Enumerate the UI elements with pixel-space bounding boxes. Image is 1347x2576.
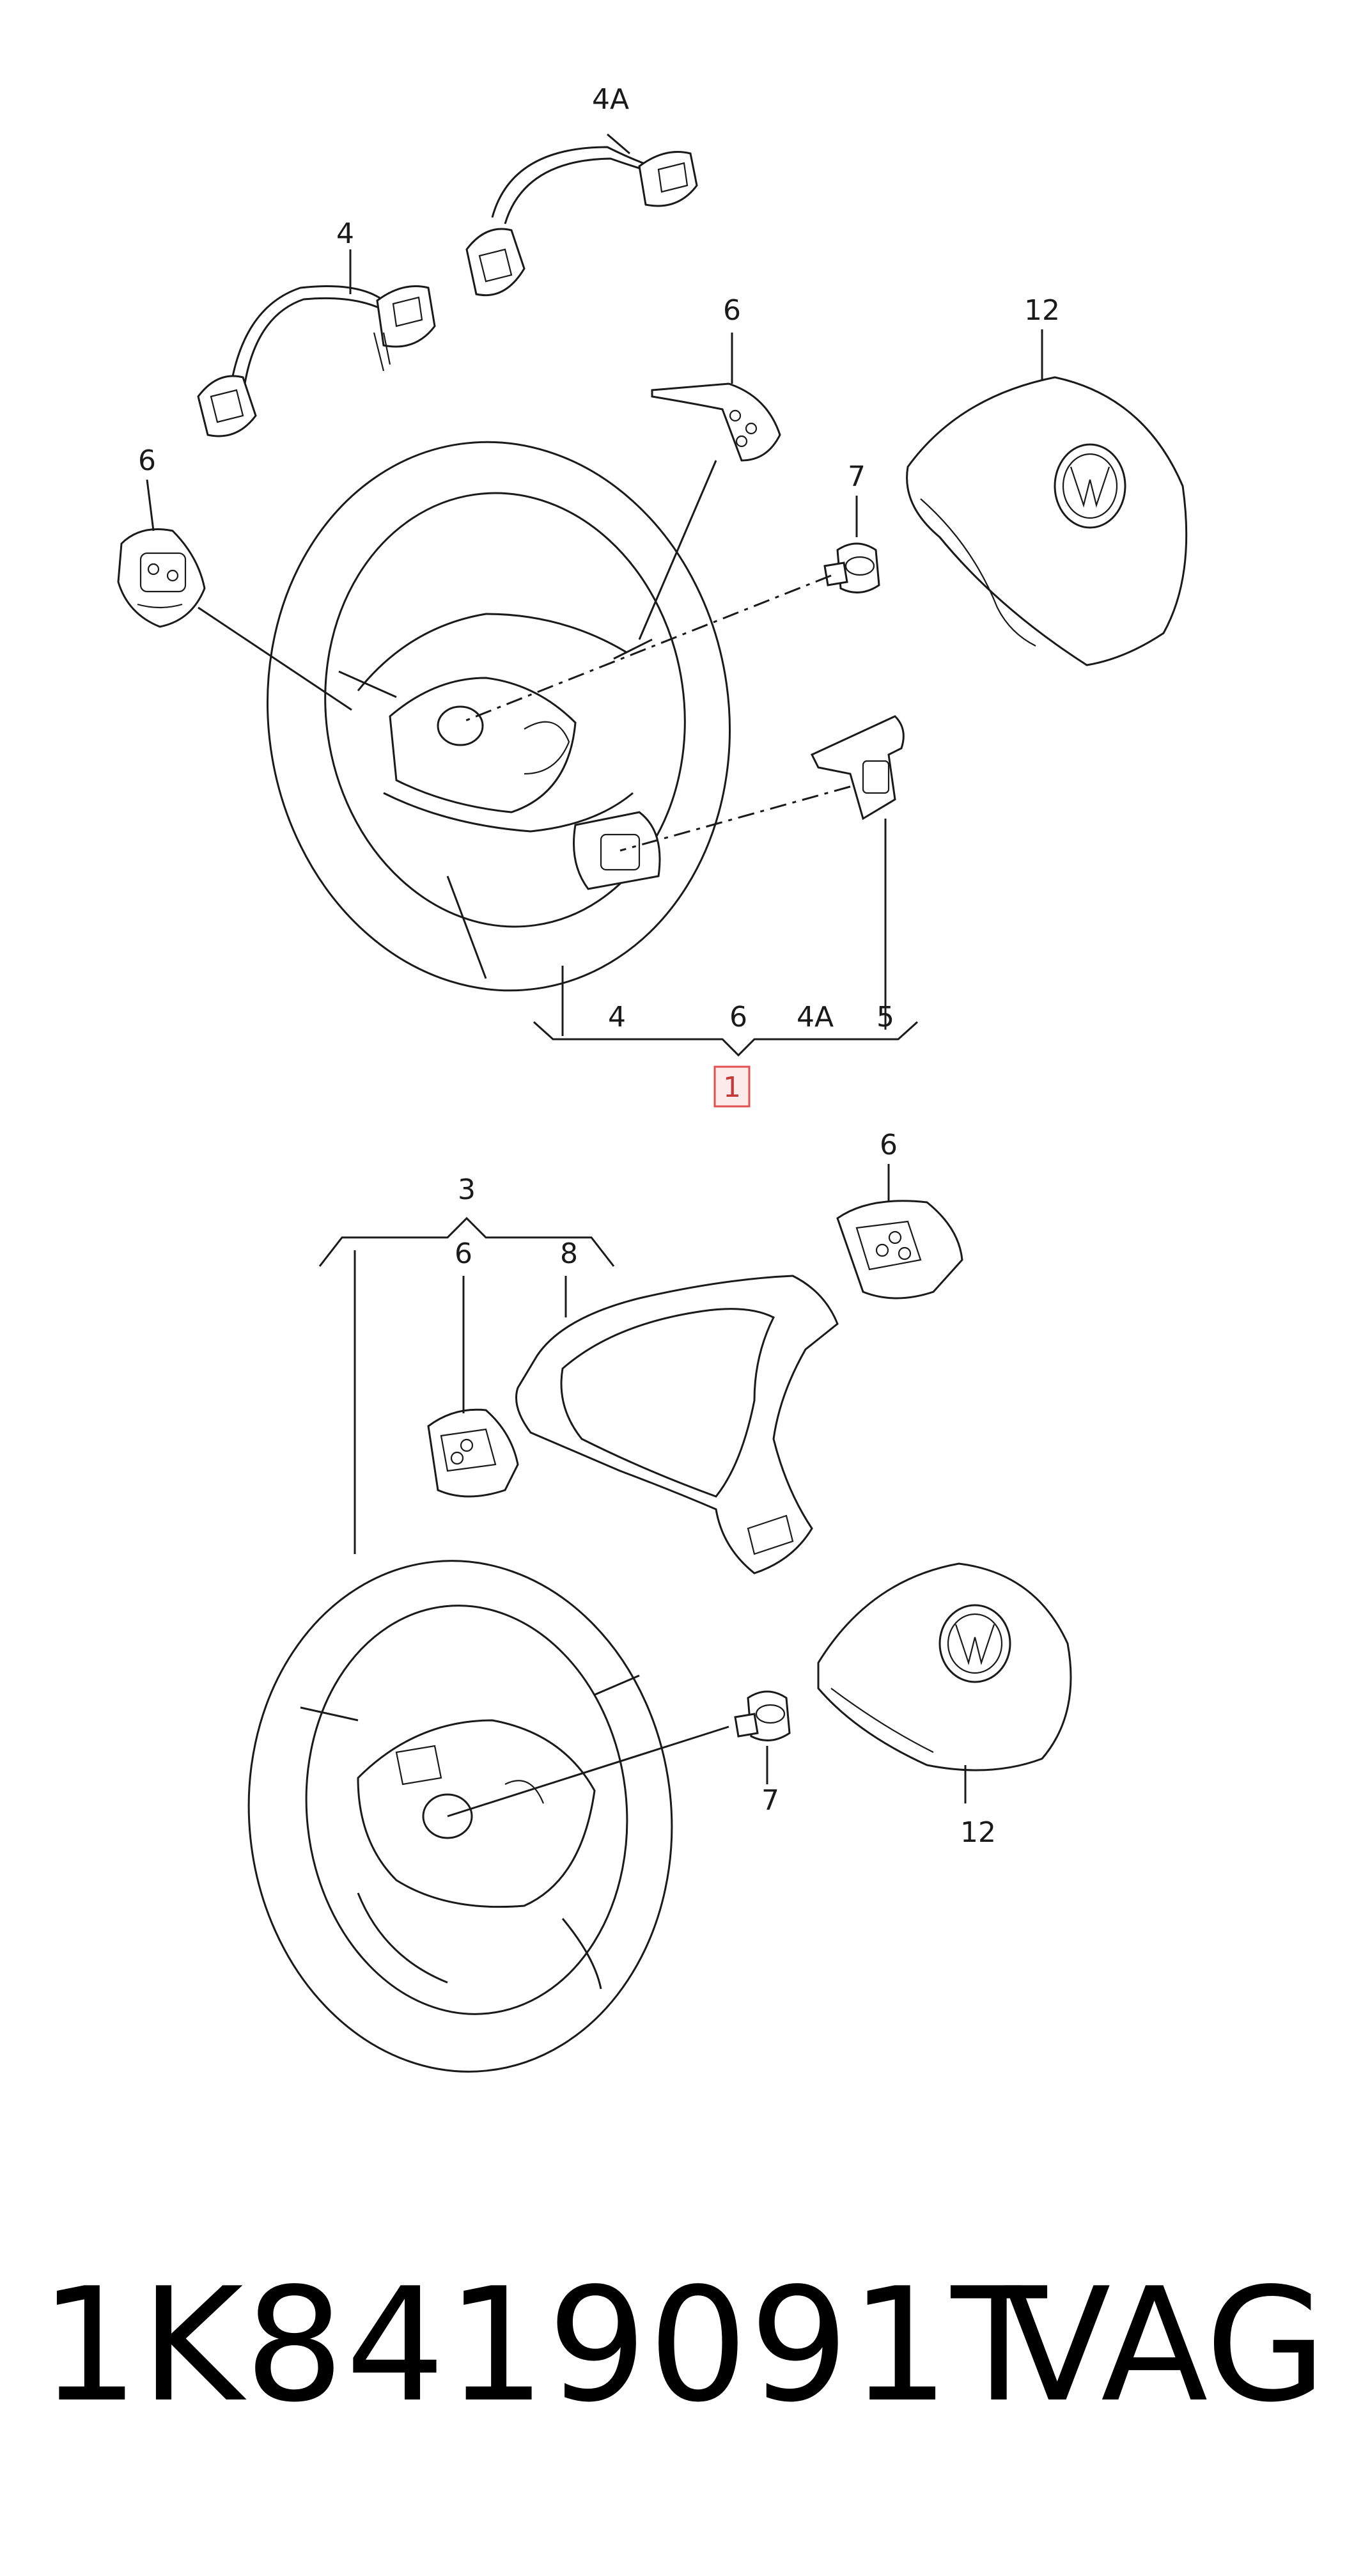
airbag-bottom: [817, 1562, 1072, 1771]
bracket-item-1: [533, 1021, 919, 1057]
callout-8: 8: [560, 1237, 578, 1270]
bolt-bottom: [734, 1690, 791, 1741]
switch-bottom-right: [836, 1200, 963, 1300]
callout-6-top-right: 6: [723, 294, 741, 327]
switch-bottom-left: [427, 1408, 519, 1498]
parts-diagram: 4A 4 6 12 6 7 4 6 4A 5 1: [117, 83, 1188, 2073]
callout-3: 3: [458, 1174, 476, 1206]
callout-12-top: 12: [1024, 294, 1060, 327]
switch-cable-assembly-4: [197, 285, 436, 437]
callout-4a-top: 4A: [592, 83, 629, 116]
trim-cover: [515, 1275, 839, 1575]
part-number: 1K8419091T: [40, 2254, 1048, 2437]
switch-cable-assembly-4a: [465, 146, 698, 297]
callout-1-highlight: 1: [723, 1071, 741, 1104]
callout-7-bottom: 7: [761, 1784, 779, 1817]
callout-4-top: 4: [336, 217, 354, 250]
switch-panel-right: [651, 382, 781, 462]
brand-name: VAG: [1004, 2254, 1327, 2437]
callout-4a-bracket: 4A: [797, 1001, 834, 1033]
callout-12-bottom: 12: [960, 1816, 996, 1849]
switch-panel-left: [117, 528, 206, 628]
bracket-item-3: [318, 1216, 615, 1267]
leader-lines-bottom: [354, 1164, 967, 1818]
callout-6-bracket: 6: [729, 1001, 747, 1033]
steering-wheel-top: [267, 441, 731, 992]
callout-4-bracket: 4: [608, 1001, 626, 1033]
callout-5-bracket: 5: [876, 1001, 894, 1033]
callout-6-bottom-right: 6: [880, 1129, 898, 1161]
callout-7-top: 7: [848, 460, 866, 493]
leader-lines-top: [146, 133, 1043, 1036]
steering-wheel-bottom: [247, 1560, 673, 2073]
callout-6-bottom-left: 6: [455, 1237, 472, 1270]
highlighted-item-1: 1: [713, 1065, 751, 1108]
callout-6-top-left: 6: [138, 444, 156, 477]
bolt-top: [823, 542, 880, 593]
airbag-top: [906, 376, 1188, 666]
cover-insert: [810, 715, 905, 821]
